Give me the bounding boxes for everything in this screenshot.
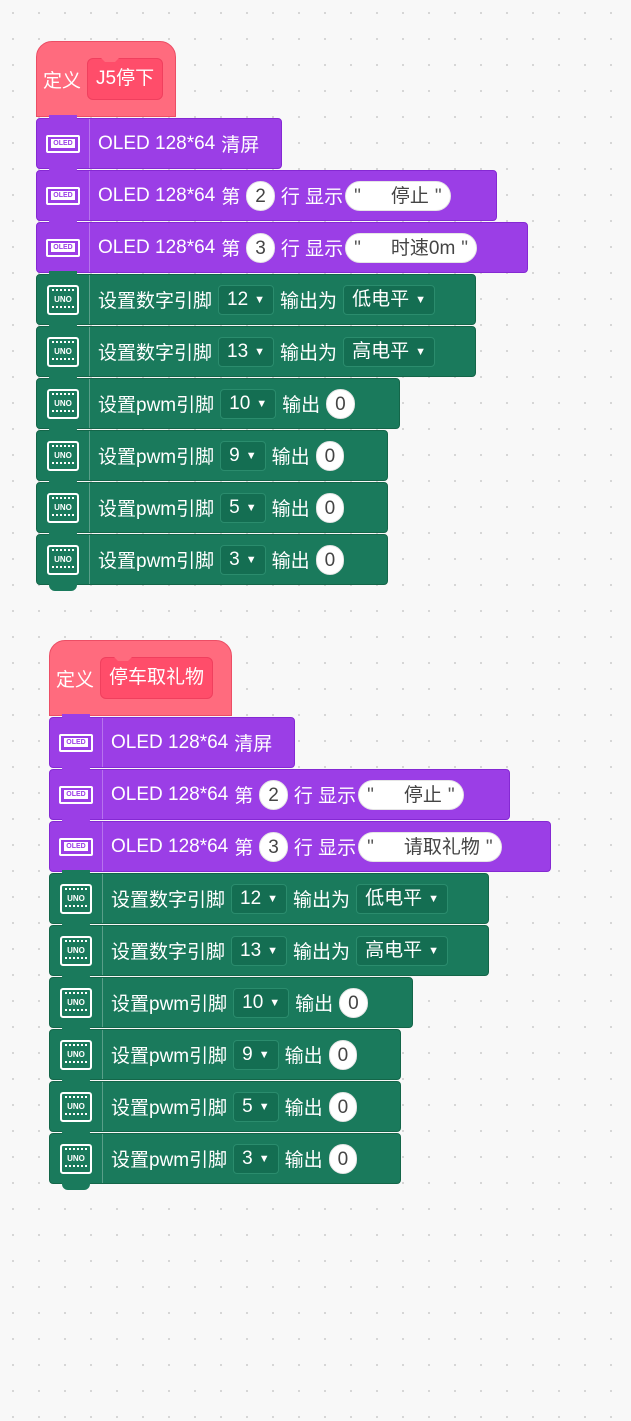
pin-dropdown[interactable]: 5▼ [233, 1091, 279, 1122]
arduino-uno-icon: UNO [60, 883, 92, 914]
oled-show-line-block[interactable]: OLED OLED 128*64 第 2 行 显示 "停止" [36, 167, 497, 221]
dropdown-caret-icon: ▼ [267, 892, 279, 905]
pwm-value-input[interactable]: 0 [328, 1039, 358, 1070]
digital-write-block[interactable]: UNO 设置数字引脚 13▼ 输出为 高电平▼ [36, 323, 476, 377]
pwm-write-block[interactable]: UNO 设置pwm引脚 3▼ 输出 0 [49, 1130, 401, 1190]
level-dropdown[interactable]: 低电平▼ [356, 883, 448, 914]
pwm-value-input[interactable]: 0 [326, 388, 355, 419]
level-dropdown[interactable]: 高电平▼ [343, 336, 435, 367]
arduino-uno-icon: UNO [47, 492, 79, 523]
arduino-uno-icon: UNO [47, 336, 79, 367]
line-number-input[interactable]: 2 [259, 779, 288, 810]
pin-dropdown[interactable]: 3▼ [220, 544, 266, 575]
line-number-input[interactable]: 2 [246, 180, 275, 211]
oled-display-icon: OLED [59, 837, 93, 856]
pwm-write-block[interactable]: UNO 设置pwm引脚 5▼ 输出 0 [36, 479, 388, 533]
pwm-value-input[interactable]: 0 [315, 440, 345, 471]
digital-write-block[interactable]: UNO 设置数字引脚 12▼ 输出为 低电平▼ [36, 271, 476, 325]
dropdown-caret-icon: ▼ [245, 501, 257, 514]
dropdown-caret-icon: ▼ [269, 996, 281, 1009]
dropdown-caret-icon: ▼ [415, 293, 426, 306]
arduino-uno-icon: UNO [60, 1143, 92, 1174]
arduino-uno-icon: UNO [47, 284, 79, 315]
pwm-write-block[interactable]: UNO 设置pwm引脚 9▼ 输出 0 [49, 1026, 401, 1080]
oled-clear-block[interactable]: OLED OLED 128*64 清屏 [49, 714, 295, 768]
dropdown-caret-icon: ▼ [267, 944, 279, 957]
dropdown-caret-icon: ▼ [428, 892, 439, 905]
function-name[interactable]: 停车取礼物 [100, 657, 214, 699]
arduino-uno-icon: UNO [47, 440, 79, 471]
define-label: 定义 [56, 669, 95, 691]
pwm-value-input[interactable]: 0 [315, 544, 345, 575]
digital-write-block[interactable]: UNO 设置数字引脚 13▼ 输出为 高电平▼ [49, 922, 489, 976]
oled-show-line-block[interactable]: OLED OLED 128*64 第 3 行 显示 "时速0m" [36, 219, 528, 273]
pin-dropdown[interactable]: 13▼ [218, 336, 275, 367]
dropdown-caret-icon: ▼ [245, 553, 257, 566]
level-dropdown[interactable]: 高电平▼ [356, 935, 448, 966]
define-function-hat-block[interactable]: 定义 停车取礼物 [49, 640, 232, 716]
pin-dropdown[interactable]: 10▼ [220, 388, 277, 419]
arduino-uno-icon: UNO [47, 544, 79, 575]
pwm-value-input[interactable]: 0 [328, 1091, 358, 1122]
oled-display-icon: OLED [46, 134, 80, 153]
dropdown-caret-icon: ▼ [245, 449, 257, 462]
define-label: 定义 [43, 70, 82, 92]
oled-show-line-block[interactable]: OLED OLED 128*64 第 3 行 显示 "请取礼物" [49, 818, 551, 872]
dropdown-caret-icon: ▼ [258, 1048, 270, 1061]
digital-write-block[interactable]: UNO 设置数字引脚 12▼ 输出为 低电平▼ [49, 870, 489, 924]
dropdown-caret-icon: ▼ [258, 1152, 270, 1165]
function-name[interactable]: J5停下 [87, 58, 164, 100]
pwm-value-input[interactable]: 0 [328, 1143, 358, 1174]
pin-dropdown[interactable]: 9▼ [233, 1039, 279, 1070]
line-number-input[interactable]: 3 [246, 232, 275, 263]
arduino-uno-icon: UNO [60, 987, 92, 1018]
oled-show-line-block[interactable]: OLED OLED 128*64 第 2 行 显示 "停止" [49, 766, 510, 820]
oled-display-icon: OLED [46, 238, 80, 257]
dropdown-caret-icon: ▼ [415, 345, 426, 358]
display-text-input[interactable]: "停止" [358, 779, 464, 810]
arduino-uno-icon: UNO [60, 935, 92, 966]
pwm-write-block[interactable]: UNO 设置pwm引脚 10▼ 输出 0 [49, 974, 413, 1028]
dropdown-caret-icon: ▼ [254, 293, 266, 306]
arduino-uno-icon: UNO [60, 1091, 92, 1122]
pwm-value-input[interactable]: 0 [339, 987, 368, 1018]
pin-dropdown[interactable]: 12▼ [218, 284, 275, 315]
oled-display-icon: OLED [59, 733, 93, 752]
block-stack-1[interactable]: 定义 J5停下 OLED OLED 128*64 清屏 OLED OLED 12… [36, 41, 528, 591]
pwm-value-input[interactable]: 0 [315, 492, 345, 523]
pin-dropdown[interactable]: 5▼ [220, 492, 266, 523]
arduino-uno-icon: UNO [47, 388, 79, 419]
pwm-write-block[interactable]: UNO 设置pwm引脚 3▼ 输出 0 [36, 531, 388, 591]
pin-dropdown[interactable]: 10▼ [233, 987, 290, 1018]
display-text-input[interactable]: "时速0m" [345, 232, 478, 263]
arduino-uno-icon: UNO [60, 1039, 92, 1070]
block-stack-2[interactable]: 定义 停车取礼物 OLED OLED 128*64 清屏 OLED OLED 1… [49, 640, 551, 1190]
pwm-write-block[interactable]: UNO 设置pwm引脚 9▼ 输出 0 [36, 427, 388, 481]
dropdown-caret-icon: ▼ [428, 944, 439, 957]
display-text-input[interactable]: "请取礼物" [358, 831, 502, 862]
pin-dropdown[interactable]: 12▼ [231, 883, 288, 914]
define-function-hat-block[interactable]: 定义 J5停下 [36, 41, 176, 117]
pin-dropdown[interactable]: 3▼ [233, 1143, 279, 1174]
dropdown-caret-icon: ▼ [258, 1100, 270, 1113]
oled-display-icon: OLED [59, 785, 93, 804]
pin-dropdown[interactable]: 13▼ [231, 935, 288, 966]
oled-clear-block[interactable]: OLED OLED 128*64 清屏 [36, 115, 282, 169]
dropdown-caret-icon: ▼ [254, 345, 266, 358]
line-number-input[interactable]: 3 [259, 831, 288, 862]
display-text-input[interactable]: "停止" [345, 180, 451, 211]
pwm-write-block[interactable]: UNO 设置pwm引脚 10▼ 输出 0 [36, 375, 400, 429]
oled-display-icon: OLED [46, 186, 80, 205]
pin-dropdown[interactable]: 9▼ [220, 440, 266, 471]
level-dropdown[interactable]: 低电平▼ [343, 284, 435, 315]
pwm-write-block[interactable]: UNO 设置pwm引脚 5▼ 输出 0 [49, 1078, 401, 1132]
dropdown-caret-icon: ▼ [256, 397, 268, 410]
